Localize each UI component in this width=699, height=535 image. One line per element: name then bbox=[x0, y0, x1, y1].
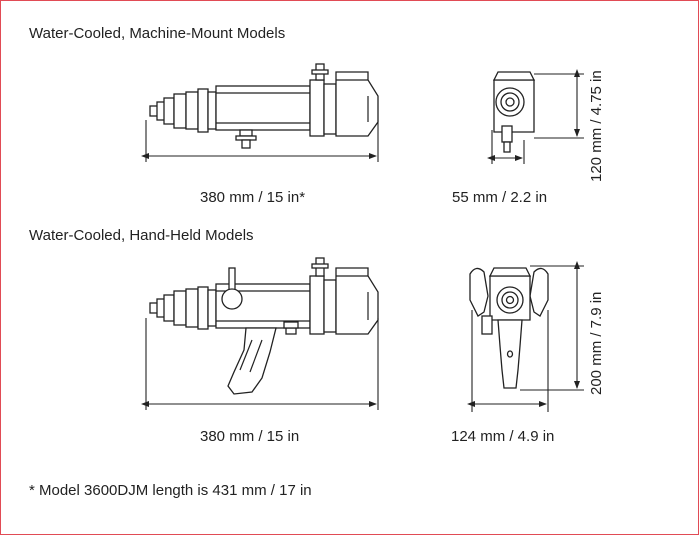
machine-mount-width-label: 55 mm / 2.2 in bbox=[452, 189, 548, 206]
machine-mount-length-dimension bbox=[141, 120, 379, 162]
footnote: * Model 3600DJM length is 431 mm / 17 in bbox=[29, 482, 312, 499]
machine-mount-length-label: 380 mm / 15 in* bbox=[200, 189, 306, 206]
machine-mount-height-dimension bbox=[534, 69, 584, 139]
hand-held-title: Water-Cooled, Hand-Held Models bbox=[29, 227, 254, 244]
machine-mount-side-view bbox=[149, 63, 379, 149]
machine-mount-title: Water-Cooled, Machine-Mount Models bbox=[29, 25, 286, 42]
machine-mount-front-view bbox=[492, 71, 536, 153]
hand-held-height-dimension bbox=[520, 261, 584, 391]
hand-held-length-label: 380 mm / 15 in bbox=[200, 428, 300, 445]
machine-mount-width-dimension bbox=[487, 130, 525, 164]
hand-held-width-dimension bbox=[467, 310, 549, 412]
hand-held-front-view bbox=[469, 267, 549, 389]
hand-held-length-dimension bbox=[141, 318, 379, 410]
hand-held-side-view bbox=[149, 257, 379, 395]
hand-held-width-label: 124 mm / 4.9 in bbox=[451, 428, 555, 445]
